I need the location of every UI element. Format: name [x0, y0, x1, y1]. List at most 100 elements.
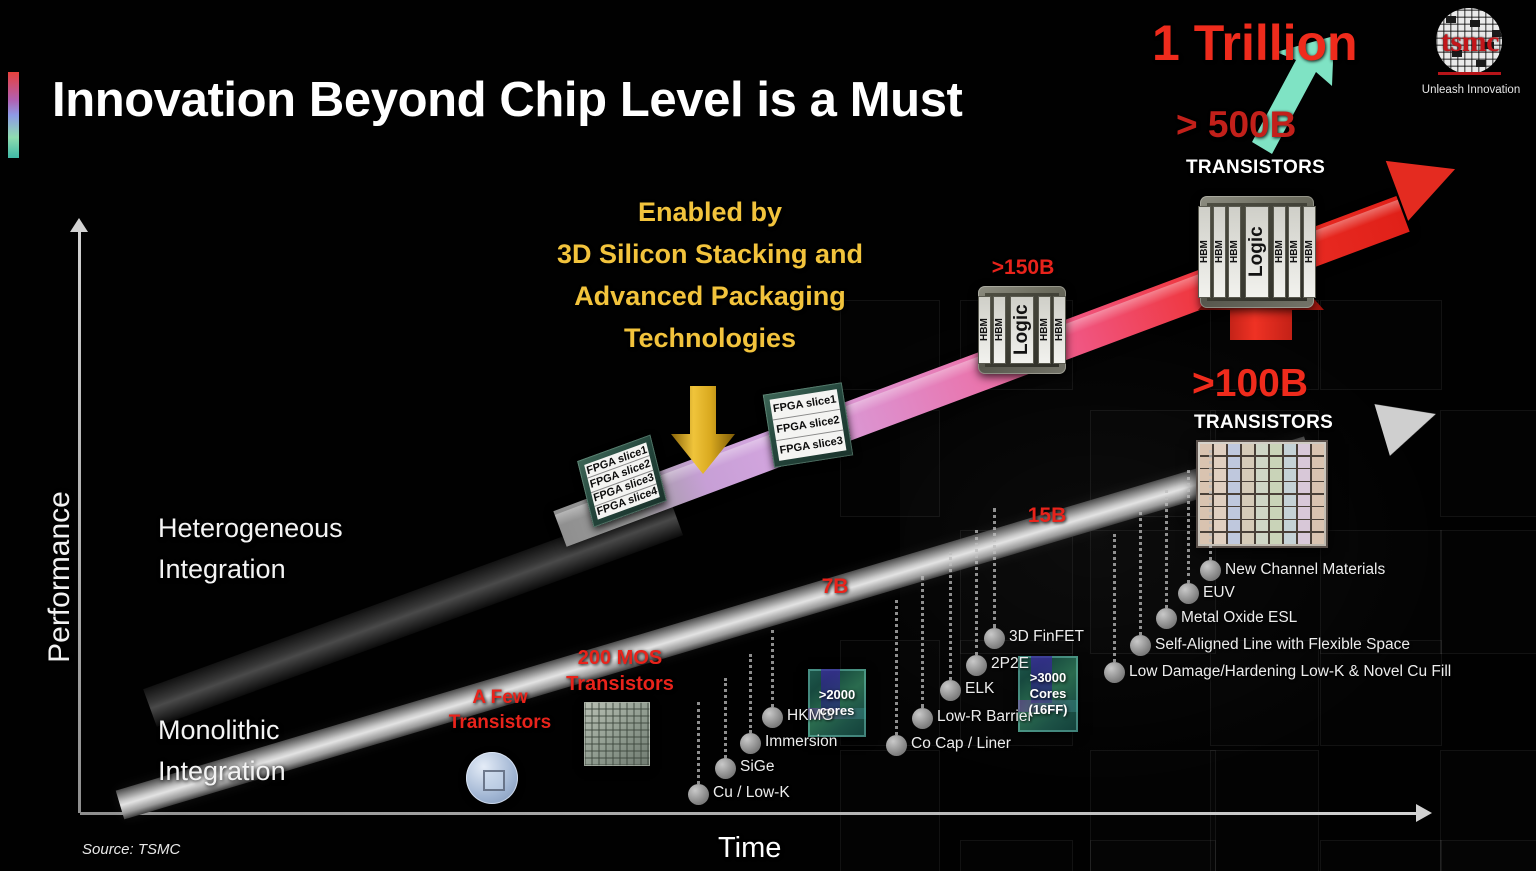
soc-label-line: cores: [819, 703, 855, 718]
marker-leader-line: [1187, 470, 1190, 583]
hbm-stack: HBM: [1273, 206, 1286, 298]
die-block: [1255, 507, 1269, 519]
logo-tagline: Unleash Innovation: [1421, 84, 1521, 96]
marker-dot: [688, 784, 709, 805]
die-block: [1283, 469, 1297, 481]
die-block: [1200, 520, 1213, 532]
enabled-by-line: Advanced Packaging: [574, 280, 846, 311]
y-axis-arrow-icon: [70, 218, 88, 232]
marker-leader-line: [975, 530, 978, 655]
die-block: [1213, 469, 1227, 481]
die-block: [1255, 444, 1269, 456]
die-block: [1269, 507, 1283, 519]
package-legacy-die: [584, 702, 650, 766]
die-block: [1311, 532, 1324, 544]
die-block: [1255, 520, 1269, 532]
die-block: [1200, 456, 1213, 468]
hundred-b-callout: >100B: [1192, 362, 1309, 405]
hbm-stack: HBM: [1303, 206, 1316, 298]
marker-dot: [1156, 608, 1177, 629]
marker-leader-line: [771, 630, 774, 707]
die-block: [1283, 507, 1297, 519]
marker-leader-line: [724, 678, 727, 758]
die-block: [1213, 444, 1227, 456]
marker-dot: [740, 733, 761, 754]
die-block: [1311, 494, 1324, 506]
die-floorplan: [1200, 444, 1324, 544]
marker-leader-line: [921, 576, 924, 708]
segment-label-line: Integration: [158, 553, 286, 584]
monolithic-trend-arrow-icon: [1374, 388, 1444, 456]
background-grid-cell: [1090, 750, 1216, 871]
marker-label: EUV: [1203, 584, 1235, 601]
tsmc-logo: tsmc Unleash Innovation: [1412, 8, 1530, 100]
die-block: [1283, 482, 1297, 494]
one-trillion-callout: 1 Trillion: [1152, 15, 1358, 71]
background-grid-cell: [1210, 640, 1319, 746]
marker-label: New Channel Materials: [1225, 561, 1386, 578]
die-block: [1297, 482, 1311, 494]
hbm-stack: HBM: [1198, 206, 1211, 298]
hbm-stack: HBM: [1213, 206, 1226, 298]
die-block: [1227, 456, 1241, 468]
die-block: [1269, 469, 1283, 481]
die-block: [1200, 507, 1213, 519]
logo-wordmark: tsmc: [1441, 25, 1499, 58]
marker-dot: [886, 735, 907, 756]
accent-gradient-bar: [8, 72, 19, 158]
source-note: Source: TSMC: [82, 841, 181, 858]
marker-dot: [966, 655, 987, 676]
die-block: [1241, 444, 1255, 456]
five-hundred-b-sublabel: TRANSISTORS: [1186, 157, 1326, 178]
marker-dot: [762, 707, 783, 728]
background-grid-cell: [1320, 300, 1442, 390]
hundred-b-sublabel: TRANSISTORS: [1194, 412, 1334, 433]
segment-label-line: Heterogeneous: [158, 513, 343, 543]
logic-die: Logic: [1245, 206, 1269, 298]
die-block: [1200, 444, 1213, 456]
count-label-line: 200 MOS: [577, 647, 663, 669]
marker-leader-line: [697, 702, 700, 784]
hbm-stack: HBM: [993, 296, 1006, 364]
package-wafer-die: [466, 752, 518, 804]
die-block: [1213, 494, 1227, 506]
die-block: [1297, 444, 1311, 456]
y-axis-line: [78, 228, 81, 813]
die-block: [1241, 507, 1255, 519]
page-title: Innovation Beyond Chip Level is a Must: [52, 73, 963, 127]
die-block: [1283, 494, 1297, 506]
hbm-stack: HBM: [1038, 296, 1051, 364]
die-block: [1283, 532, 1297, 544]
marker-leader-line: [1165, 490, 1168, 608]
segment-label-line: Integration: [158, 755, 286, 786]
marker-leader-line: [749, 654, 752, 733]
five-hundred-b-callout: > 500B: [1176, 104, 1297, 145]
die-block: [1311, 520, 1324, 532]
marker-dot: [715, 758, 736, 779]
x-axis-line: [80, 812, 1420, 815]
marker-label: Immersion: [765, 733, 838, 750]
die-block: [1311, 482, 1324, 494]
marker-leader-line: [1113, 534, 1116, 662]
background-grid-cell: [1440, 840, 1536, 871]
hbm-stack: HBM: [1053, 296, 1066, 364]
die-block: [1269, 456, 1283, 468]
gold-down-arrow-icon: [668, 386, 738, 474]
soc-label-line: >2000: [818, 687, 856, 703]
count-label-line: Transistors: [448, 711, 552, 733]
die-block: [1213, 507, 1227, 519]
background-grid-cell: [1320, 640, 1442, 746]
die-block: [1311, 507, 1324, 519]
marker-label: SiGe: [740, 758, 775, 775]
die-block: [1297, 532, 1311, 544]
background-grid-cell: [1440, 410, 1536, 517]
die-block: [1200, 482, 1213, 494]
